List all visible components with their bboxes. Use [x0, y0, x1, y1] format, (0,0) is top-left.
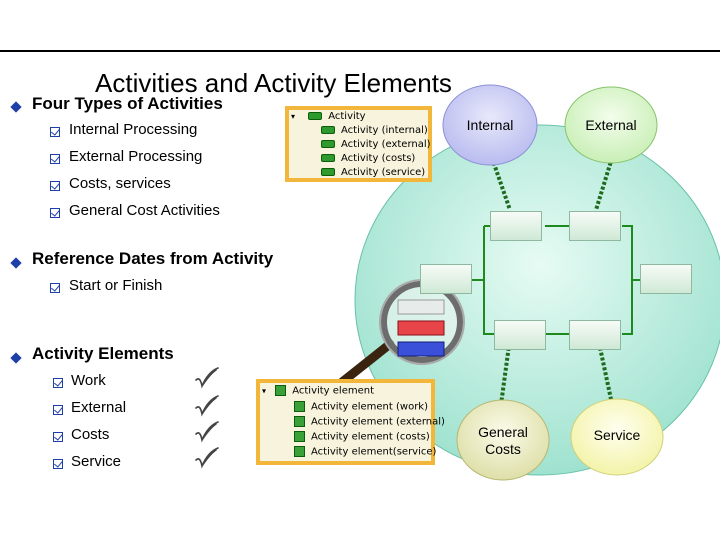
activity-element-icon: [294, 401, 305, 412]
checkmark-icon: [195, 367, 219, 389]
element-tree-root: ▾ Activity element: [262, 385, 374, 397]
section-heading-activity-elements: Activity Elements: [32, 344, 174, 363]
tree-node-label: Activity element (external): [311, 416, 445, 428]
checkmark-icon: [195, 395, 219, 417]
activity-element-icon: [275, 385, 287, 396]
list-item: Work: [71, 372, 106, 389]
network-node: [569, 211, 621, 241]
activity-element-tree-panel: ▾ Activity element Activity element (wor…: [256, 379, 445, 465]
activity-tree-node: Activity (costs): [321, 153, 415, 164]
activity-tree-node: Activity (external): [321, 139, 431, 150]
section-heading-activity-types: Four Types of Activities: [32, 94, 223, 113]
big-network-circle: [354, 124, 720, 476]
list-item: General Cost Activities: [69, 202, 220, 219]
checkbox-icon: [50, 124, 60, 142]
bullet-diamond-icon: [10, 349, 22, 367]
activity-tree-panel: ▾ Activity Activity (internal) Activity …: [285, 106, 432, 182]
list-item: External Processing: [69, 148, 203, 165]
bullet-diamond-icon: [10, 254, 22, 272]
connector-internal: [490, 157, 512, 211]
tree-node-label: Activity (costs): [341, 153, 416, 164]
network-node: [490, 211, 542, 241]
checkmark-column: [195, 367, 219, 469]
magnified-node-grey: [397, 299, 445, 315]
checkbox-icon: [53, 429, 63, 447]
connector-external: [594, 157, 614, 211]
checkbox-icon: [50, 178, 60, 196]
checkbox-icon: [50, 280, 60, 298]
element-tree-node: Activity element (external): [294, 416, 445, 428]
tree-node-label: Activity (internal): [341, 125, 428, 136]
external-bubble: [564, 86, 658, 164]
general-costs-label-line1: General: [478, 424, 528, 440]
activity-icon: [321, 140, 335, 148]
element-tree-node: Activity element (work): [294, 401, 428, 413]
section-heading-reference-dates: Reference Dates from Activity: [32, 249, 274, 268]
internal-bubble: [442, 84, 538, 166]
activity-icon: [308, 112, 323, 120]
collapse-icon: ▾: [291, 112, 296, 121]
activity-element-icon: [294, 431, 305, 442]
list-item: Costs, services: [69, 175, 171, 192]
collapse-icon: ▾: [262, 386, 267, 396]
element-tree-node: Activity element (costs): [294, 431, 430, 443]
network-node: [640, 264, 692, 294]
external-bubble-label: External: [585, 117, 637, 133]
magnified-node-blue: [397, 341, 445, 357]
checkbox-icon: [53, 456, 63, 474]
tree-node-label: Activity (external): [341, 139, 431, 150]
slide-title: Activities and Activity Elements: [95, 68, 452, 98]
activity-icon: [321, 126, 335, 134]
tree-node-label: Activity element(service): [311, 446, 437, 458]
element-tree-node: Activity element(service): [294, 446, 436, 458]
checkbox-icon: [50, 151, 60, 169]
checkmark-icon: [195, 447, 219, 469]
top-rule: [0, 50, 720, 52]
network-node: [420, 264, 472, 294]
activity-tree-root: ▾ Activity: [291, 111, 366, 122]
tree-node-label: Activity element: [292, 385, 375, 397]
activity-icon: [321, 154, 335, 162]
list-item: External: [71, 399, 127, 416]
service-bubble: [570, 398, 664, 476]
list-item: Internal Processing: [69, 121, 198, 138]
network-node: [569, 320, 621, 350]
checkbox-icon: [50, 205, 60, 223]
activity-tree-node: Activity (internal): [321, 125, 428, 136]
list-item: Costs: [71, 426, 110, 443]
activity-element-icon: [294, 416, 305, 427]
tree-node-label: Activity: [328, 111, 366, 122]
checkmark-icon: [195, 421, 219, 443]
activity-icon: [321, 168, 335, 176]
tree-node-label: Activity (service): [341, 167, 426, 178]
checkbox-icon: [53, 375, 63, 393]
checkbox-icon: [53, 402, 63, 420]
service-bubble-label: Service: [593, 427, 641, 443]
activity-tree-node: Activity (service): [321, 167, 425, 178]
magnified-node-red: [397, 320, 445, 336]
bullet-diamond-icon: [10, 98, 22, 116]
list-item: Start or Finish: [69, 277, 163, 294]
general-costs-label-line2: Costs: [485, 441, 521, 457]
network-node: [494, 320, 546, 350]
list-item: Service: [71, 453, 122, 470]
tree-node-label: Activity element (costs): [311, 431, 430, 443]
activity-element-icon: [294, 446, 305, 457]
general-costs-bubble-label: General Costs: [463, 424, 543, 458]
internal-bubble-label: Internal: [466, 117, 514, 133]
general-costs-bubble: [456, 399, 550, 481]
tree-node-label: Activity element (work): [311, 401, 428, 413]
